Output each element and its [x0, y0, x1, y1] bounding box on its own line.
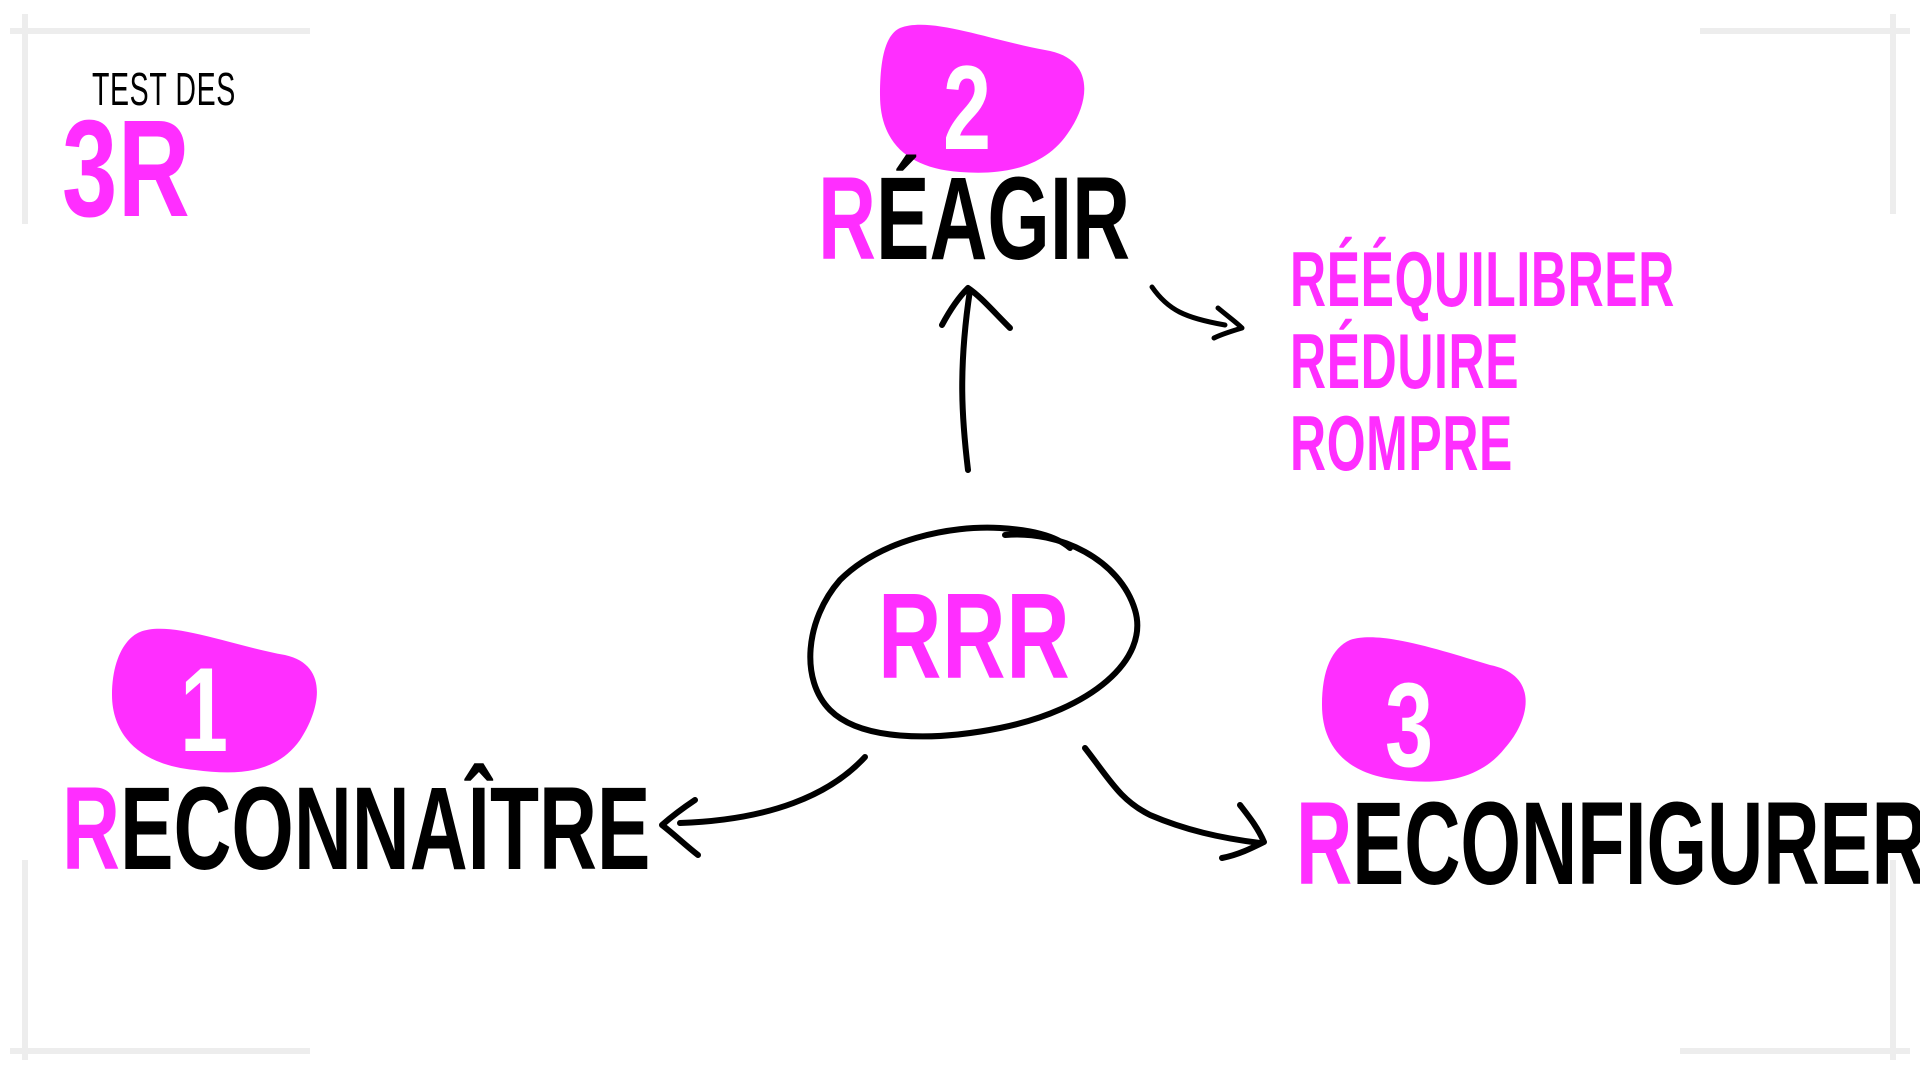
title-prefix: TEST DES — [92, 63, 236, 115]
step-2-rest: ÉAGIR — [875, 153, 1131, 285]
option-reequilibrer: RÉÉQUILIBRER — [1290, 235, 1675, 323]
option-reduire: RÉDUIRE — [1290, 317, 1520, 405]
step-1-first-letter: R — [62, 763, 120, 895]
step-1-rest: ECONNAÎTRE — [119, 763, 651, 895]
step-2-number: 2 — [943, 41, 992, 175]
frame-bottom-left-h — [10, 1048, 310, 1054]
step-1-word: RECONNAÎTRE — [62, 770, 650, 888]
frame-top-left-v — [22, 14, 28, 224]
step-3-first-letter: R — [1296, 778, 1353, 910]
option-rompre: ROMPRE — [1290, 399, 1513, 487]
arrow-right-icon — [1082, 745, 1267, 861]
step-3-word: RECONFIGURER — [1296, 785, 1920, 903]
center-label: RRR — [878, 568, 1071, 704]
arrow-left-icon — [659, 754, 868, 858]
frame-top-left-h — [10, 28, 310, 34]
frame-bottom-right-v — [1890, 860, 1896, 1060]
frame-bottom-right-h — [1680, 1048, 1910, 1054]
title-main: 3R — [62, 92, 191, 246]
step-1-number: 1 — [180, 643, 229, 777]
arrow-right-small-icon — [1149, 284, 1245, 341]
step-3-number: 3 — [1385, 658, 1434, 792]
frame-bottom-left-v — [22, 860, 28, 1060]
step-3-rest: ECONFIGURER — [1352, 778, 1920, 910]
step-2-word: RÉAGIR — [818, 160, 1130, 278]
step-2-first-letter: R — [818, 153, 876, 285]
arrow-up-icon — [939, 285, 1013, 473]
ellipse-icon — [807, 524, 1141, 740]
frame-top-right-h — [1700, 28, 1910, 34]
frame-top-right-v — [1890, 14, 1896, 214]
